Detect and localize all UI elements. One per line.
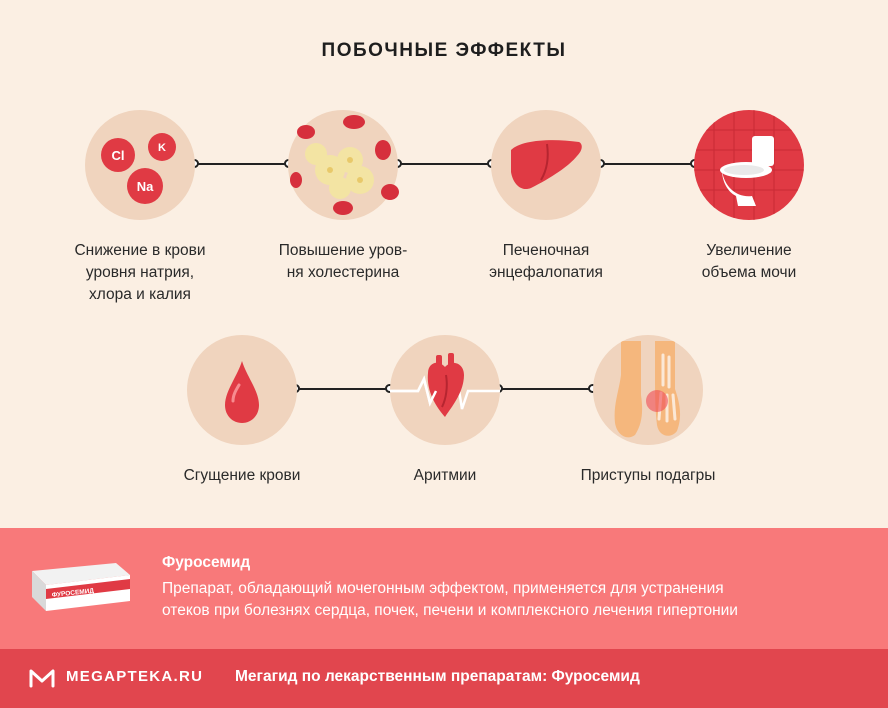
page-title: ПОБОЧНЫЕ ЭФФЕКТЫ — [321, 40, 567, 61]
effect-item-urine: Увеличение объема мочи — [659, 110, 839, 284]
connector-line — [195, 163, 289, 165]
connector-line — [499, 388, 593, 390]
ion-cl: Cl — [112, 148, 125, 163]
heart-icon — [390, 335, 500, 445]
brand-link[interactable]: MEGAPTEKA.RU — [66, 668, 204, 685]
effect-item-blood: Сгущение крови — [152, 335, 332, 487]
effect-label: Аритмии — [413, 467, 477, 484]
effect-label: Сгущение крови — [183, 467, 301, 484]
blood-drop-icon — [187, 335, 297, 445]
drug-description: Препарат, обладающий мочегонным эффектом… — [162, 580, 738, 619]
effect-label: Снижение в крови уровня натрия, хлора и … — [74, 242, 206, 303]
effect-item-gout: Приступы подагры — [558, 335, 738, 487]
megapteka-logo-icon — [29, 669, 55, 688]
connector-line — [296, 388, 390, 390]
effect-label: Приступы подагры — [580, 467, 716, 484]
toilet-icon — [694, 110, 804, 220]
effect-item-liver: Печеночная энцефалопатия — [456, 110, 636, 284]
drug-name: Фуросемид — [162, 554, 251, 571]
footer: MEGAPTEKA.RU Мегагид по лекарственным пр… — [0, 649, 888, 708]
effect-item-electrolytes: Cl K Na Снижение в крови уровня натрия, … — [50, 110, 230, 306]
effect-item-arrhythmia: Аритмии — [355, 335, 535, 487]
drug-info-panel: ФУРОСЕМИД Фуросемид Препарат, обладающий… — [0, 528, 888, 649]
connector-line — [601, 163, 695, 165]
ion-na: Na — [137, 179, 154, 194]
effect-label: Печеночная энцефалопатия — [489, 242, 603, 281]
pill-box-icon: ФУРОСЕМИД — [26, 559, 132, 618]
connector-line — [398, 163, 492, 165]
effect-label: Увеличение объема мочи — [701, 242, 797, 281]
cholesterol-icon — [288, 110, 399, 220]
footer-caption: Мегагид по лекарственным препаратам: Фур… — [235, 668, 640, 685]
effect-item-cholesterol: Повышение уров- ня холестерина — [253, 110, 433, 284]
electrolytes-icon: Cl K Na — [85, 110, 195, 220]
package-text: ФУРОСЕМИД — [51, 588, 94, 599]
liver-icon — [491, 110, 601, 220]
foot-icon — [593, 335, 703, 445]
effect-label: Повышение уров- ня холестерина — [278, 242, 408, 281]
ion-k: K — [158, 142, 166, 154]
